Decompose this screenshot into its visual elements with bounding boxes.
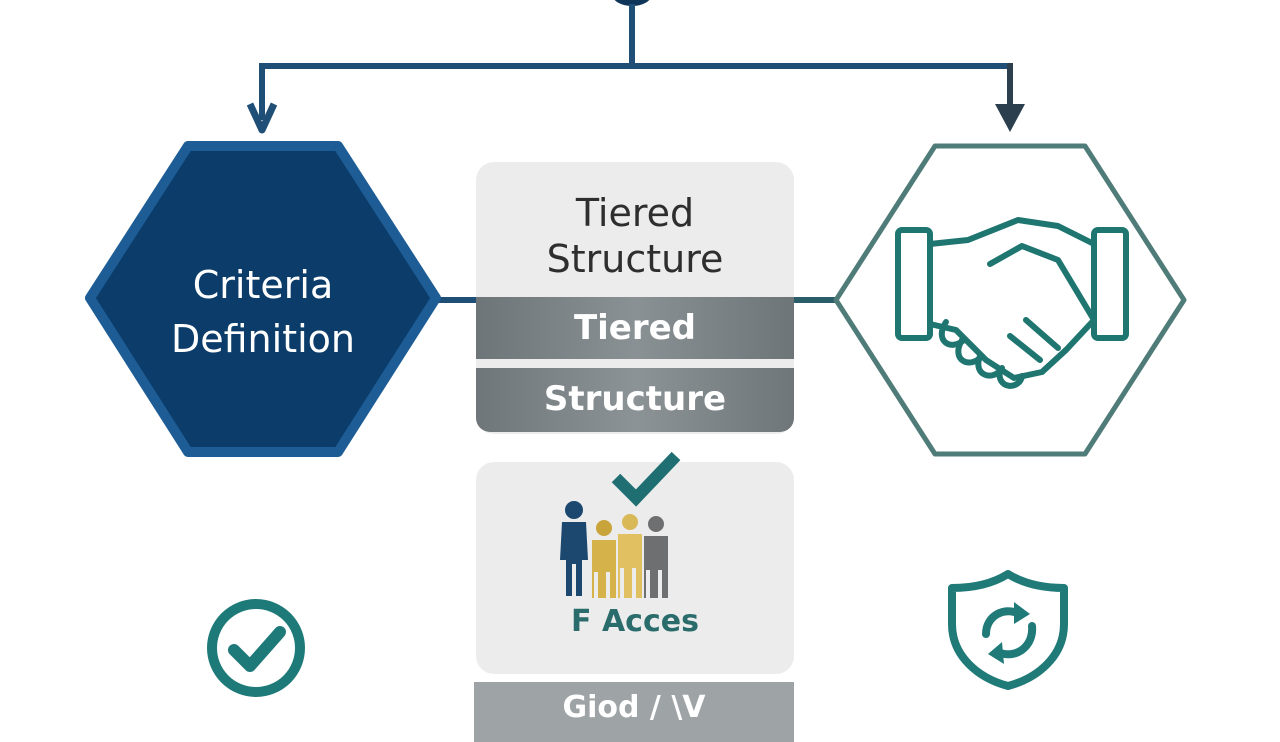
- handshake-icon: [895, 217, 1129, 389]
- check-icon: [611, 451, 681, 507]
- access-label: F Acces: [571, 604, 699, 639]
- arrow-left: [246, 102, 278, 134]
- tiered-structure-title: Tiered Structure: [476, 190, 794, 282]
- partnership-hexagon: [833, 143, 1187, 457]
- title-line-1: Tiered: [575, 191, 695, 235]
- connector-lines: [85, 0, 1187, 457]
- tier-bar-1: Tiered: [476, 297, 794, 359]
- tier-bar-2: Structure: [476, 368, 794, 432]
- criteria-line-2: Definition: [170, 317, 355, 361]
- check-circle-icon: [207, 599, 305, 697]
- criteria-hexagon: [85, 141, 441, 457]
- arrow-right: [995, 104, 1025, 132]
- bottom-bar: Giod / \V: [474, 682, 794, 742]
- shield-refresh-icon: [948, 570, 1068, 690]
- criteria-line-1: Criteria: [192, 263, 334, 307]
- title-line-2: Structure: [546, 237, 724, 281]
- criteria-definition-label: Criteria Definition: [120, 258, 406, 366]
- top-node-stub: [614, 0, 650, 6]
- people-icon: [560, 451, 681, 598]
